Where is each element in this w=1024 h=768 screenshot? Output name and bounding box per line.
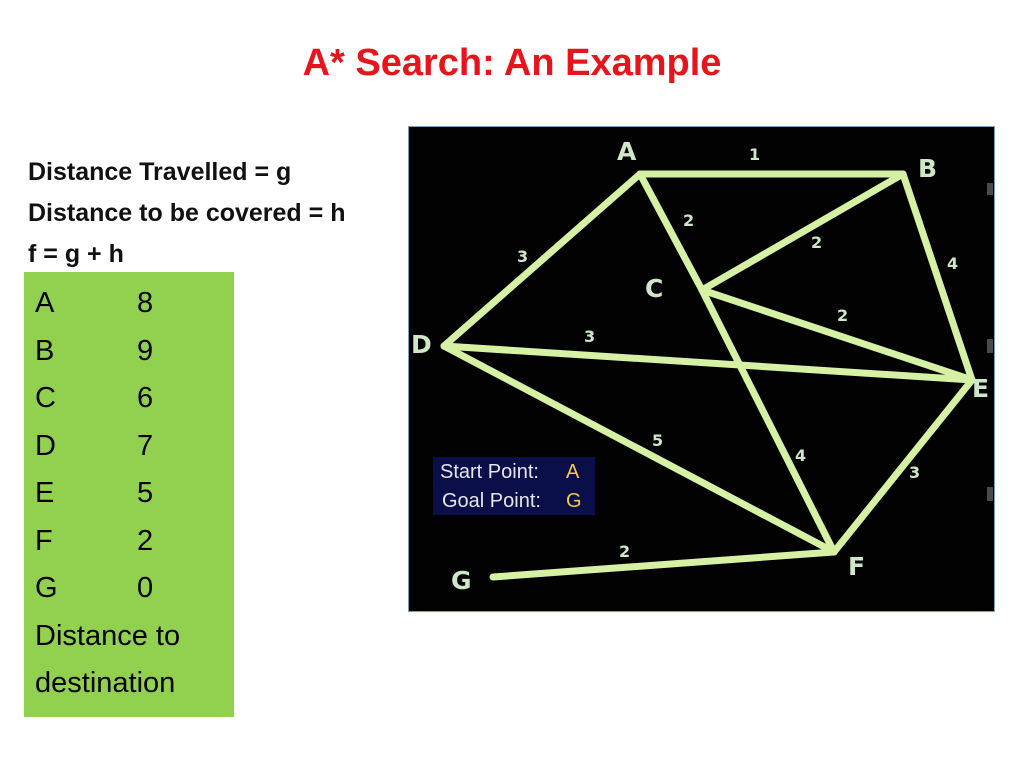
heuristic-row: D 7 <box>35 423 234 471</box>
heuristic-node: F <box>35 524 53 557</box>
heuristic-note-line1: Distance to <box>35 619 181 652</box>
edge-weight-b-e: 4 <box>947 254 958 273</box>
heuristic-value: 6 <box>137 382 154 414</box>
node-label-f: F <box>848 552 865 581</box>
heuristic-row: A 8 <box>35 280 234 328</box>
edge-weight-c-f: 4 <box>795 446 806 465</box>
edge-d-f <box>440 342 838 556</box>
graph-panel: 1 2 3 2 4 2 3 5 4 3 2 A B C D E F G Start Point: A Goal … <box>408 126 995 612</box>
edge-weight-a-b: 1 <box>749 145 760 164</box>
edge-weight-g-f: 2 <box>619 542 630 561</box>
definition-f: f = g + h <box>28 240 124 268</box>
definitions: Distance Travelled = g Distance to be co… <box>28 152 345 275</box>
edge-weight-d-e: 3 <box>584 327 595 346</box>
legend: Start Point: A Goal Point: G <box>433 457 595 515</box>
edge-b-e <box>899 170 976 384</box>
edge-a-d <box>440 170 644 350</box>
frame-mark <box>987 339 993 353</box>
edge-weight-a-d: 3 <box>517 247 528 266</box>
legend-goal-value: G <box>566 490 582 512</box>
heuristic-row: F 2 <box>35 518 234 566</box>
heuristic-value: 0 <box>137 572 154 604</box>
slide-title: A* Search: An Example <box>302 42 722 84</box>
heuristic-row: B 9 <box>35 328 234 376</box>
heuristic-node: B <box>35 334 55 367</box>
legend-start-label: Start Point: <box>440 461 539 483</box>
heuristic-node: D <box>35 429 56 462</box>
node-layer: A B C D E F G <box>411 137 989 595</box>
edge-c-f <box>698 286 838 556</box>
heuristic-value: 7 <box>137 429 154 462</box>
heuristic-value: 5 <box>137 477 154 509</box>
edge-g-f <box>489 548 838 581</box>
node-label-g: G <box>451 566 472 595</box>
heuristic-node: A <box>35 287 55 319</box>
legend-goal-label: Goal Point: <box>442 490 541 512</box>
heuristic-note-line2: destination <box>35 667 176 699</box>
edge-b-c <box>698 170 907 294</box>
definition-g: Distance Travelled = g <box>28 158 292 186</box>
node-label-e: E <box>972 374 989 403</box>
graph-diagram: 1 2 3 2 4 2 3 5 4 3 2 A B C D E F G Start Point: A Goal … <box>411 137 993 595</box>
heuristic-value: 2 <box>137 524 154 557</box>
heuristic-value: 8 <box>137 287 154 319</box>
definition-h: Distance to be covered = h <box>28 199 346 227</box>
edge-d-e <box>440 342 976 384</box>
node-label-b: B <box>918 154 937 183</box>
edge-c-e <box>698 286 976 384</box>
edge-weight-d-f: 5 <box>652 431 663 450</box>
edge-weight-a-c: 2 <box>683 211 694 230</box>
frame-mark <box>987 487 993 501</box>
heuristic-row: G 0 <box>35 565 234 613</box>
node-label-a: A <box>617 137 637 166</box>
heuristic-row: C 6 <box>35 375 234 423</box>
heuristic-node: E <box>35 477 55 509</box>
edge-weight-e-f: 3 <box>909 463 920 482</box>
weight-layer: 1 2 3 2 4 2 3 5 4 3 2 <box>517 145 958 561</box>
edge-e-f <box>830 376 976 556</box>
edge-weight-c-e: 2 <box>837 306 848 325</box>
legend-start-value: A <box>566 461 580 483</box>
heuristic-node: G <box>35 572 58 604</box>
heuristic-node: C <box>35 382 56 414</box>
heuristic-value: 9 <box>137 334 154 367</box>
heuristic-table: A 8 B 9 C 6 D 7 E 5 F 2 G 0 Distance to … <box>24 272 234 717</box>
edge-layer <box>440 170 976 581</box>
frame-mark <box>987 183 993 195</box>
heuristic-row: E 5 <box>35 470 234 518</box>
edge-weight-b-c: 2 <box>811 233 822 252</box>
legend-background <box>433 457 595 515</box>
edge-a-c <box>636 170 706 294</box>
node-label-d: D <box>411 330 432 359</box>
node-label-c: C <box>645 274 663 303</box>
